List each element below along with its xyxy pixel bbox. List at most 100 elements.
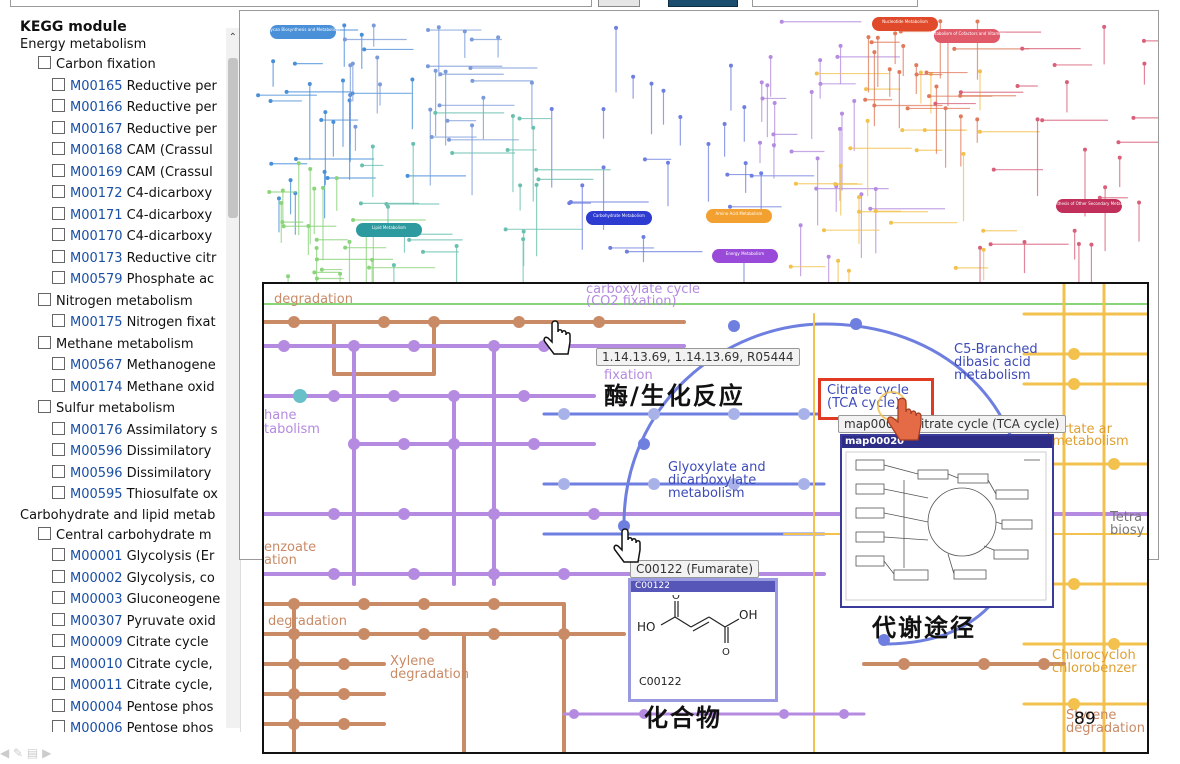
overview-compound-dot[interactable] bbox=[338, 271, 343, 276]
overview-compound-dot[interactable] bbox=[503, 227, 508, 232]
overview-compound-dot[interactable] bbox=[835, 54, 840, 59]
overview-compound-dot[interactable] bbox=[411, 141, 416, 146]
overview-compound-dot[interactable] bbox=[343, 245, 348, 250]
module-checkbox[interactable] bbox=[52, 185, 65, 198]
module-checkbox[interactable] bbox=[52, 99, 65, 112]
overview-compound-dot[interactable] bbox=[728, 204, 733, 209]
overview-compound-dot[interactable] bbox=[779, 19, 784, 24]
overview-compound-dot[interactable] bbox=[536, 177, 541, 182]
compound-node[interactable] bbox=[448, 438, 460, 450]
overview-compound-dot[interactable] bbox=[267, 189, 272, 194]
checkbox[interactable] bbox=[38, 335, 51, 349]
compound-node[interactable] bbox=[293, 389, 307, 403]
overview-compound-dot[interactable] bbox=[758, 140, 763, 145]
overview-compound-dot[interactable] bbox=[348, 63, 353, 68]
overview-compound-dot[interactable] bbox=[1141, 38, 1146, 43]
overview-compound-dot[interactable] bbox=[443, 69, 448, 74]
overview-compound-dot[interactable] bbox=[864, 87, 869, 92]
tree-category[interactable]: Carbohydrate and lipid metab bbox=[20, 506, 224, 525]
checkbox[interactable] bbox=[38, 526, 51, 540]
overview-compound-dot[interactable] bbox=[814, 71, 819, 76]
overview-compound-dot[interactable] bbox=[1064, 80, 1069, 85]
overview-compound-dot[interactable] bbox=[292, 61, 297, 66]
overview-compound-dot[interactable] bbox=[421, 249, 426, 254]
overview-compound-dot[interactable] bbox=[641, 234, 646, 239]
map-label-c5-3[interactable]: metabolism bbox=[954, 368, 1031, 383]
compound-node[interactable] bbox=[1108, 458, 1120, 470]
overview-compound-dot[interactable] bbox=[268, 98, 273, 103]
overview-compound-dot[interactable] bbox=[875, 35, 880, 40]
overview-compound-dot[interactable] bbox=[391, 263, 396, 268]
module-checkbox[interactable] bbox=[52, 443, 65, 456]
scrollbar-thumb[interactable] bbox=[228, 58, 238, 218]
overview-compound-dot[interactable] bbox=[793, 181, 798, 186]
compound-node[interactable] bbox=[378, 316, 390, 328]
compound-node[interactable] bbox=[338, 718, 350, 730]
overview-compound-dot[interactable] bbox=[742, 105, 747, 110]
module-checkbox[interactable] bbox=[52, 357, 65, 370]
overview-compound-dot[interactable] bbox=[1116, 140, 1121, 145]
overview-compound-dot[interactable] bbox=[852, 98, 857, 103]
overview-compound-dot[interactable] bbox=[765, 83, 770, 88]
map-label-degradation-left[interactable]: degradation bbox=[268, 614, 347, 629]
overview-compound-dot[interactable] bbox=[385, 204, 390, 209]
module-id-link[interactable]: M00596 bbox=[70, 465, 123, 481]
module-checkbox[interactable] bbox=[52, 271, 65, 284]
overview-compound-dot[interactable] bbox=[815, 156, 820, 161]
overview-compound-dot[interactable] bbox=[359, 32, 364, 37]
overview-compound-dot[interactable] bbox=[314, 237, 319, 242]
module-id-link[interactable]: M00001 bbox=[70, 549, 123, 564]
overview-compound-dot[interactable] bbox=[269, 161, 274, 166]
tree-category[interactable]: Energy metabolism bbox=[20, 35, 224, 54]
compound-node[interactable] bbox=[518, 390, 530, 402]
compound-node[interactable] bbox=[878, 634, 890, 646]
tree-scrollbar[interactable] bbox=[226, 28, 240, 728]
compound-node[interactable] bbox=[388, 390, 400, 402]
overview-compound-dot[interactable] bbox=[468, 65, 473, 70]
chevron-up-icon[interactable]: ⌃ bbox=[228, 32, 237, 43]
overview-compound-dot[interactable] bbox=[768, 54, 773, 59]
overview-compound-dot[interactable] bbox=[296, 161, 301, 166]
overview-compound-dot[interactable] bbox=[580, 183, 585, 188]
overview-compound-dot[interactable] bbox=[614, 25, 619, 30]
module-id-link[interactable]: M00010 bbox=[70, 656, 123, 672]
compound-node[interactable] bbox=[798, 408, 810, 420]
compound-node[interactable] bbox=[348, 438, 360, 450]
overview-compound-dot[interactable] bbox=[1015, 84, 1020, 89]
slide-nav-icons[interactable]: ◀ ✎ ▤ ▶ bbox=[0, 746, 52, 760]
compound-node[interactable] bbox=[398, 508, 410, 520]
tree-subcategory[interactable]: Carbon fixation bbox=[20, 54, 224, 76]
overview-compound-dot[interactable] bbox=[276, 196, 281, 201]
tree-subcategory[interactable]: Nitrogen metabolism bbox=[20, 291, 224, 313]
module-checkbox[interactable] bbox=[52, 206, 65, 220]
overview-compound-dot[interactable] bbox=[977, 69, 982, 74]
overview-compound-dot[interactable] bbox=[981, 247, 986, 252]
overview-compound-dot[interactable] bbox=[1035, 117, 1040, 122]
module-id-link[interactable]: M00171 bbox=[70, 207, 123, 223]
overview-compound-dot[interactable] bbox=[901, 44, 906, 49]
overview-compound-dot[interactable] bbox=[469, 37, 474, 42]
overview-compound-dot[interactable] bbox=[798, 223, 803, 228]
module-checkbox[interactable] bbox=[52, 464, 65, 478]
overview-compound-dot[interactable] bbox=[837, 126, 842, 131]
overview-compound-dot[interactable] bbox=[450, 151, 455, 156]
overview-compound-dot[interactable] bbox=[1076, 242, 1081, 247]
overview-compound-dot[interactable] bbox=[869, 40, 874, 45]
compound-node[interactable] bbox=[338, 688, 350, 700]
map-label-degradation[interactable]: degradation bbox=[274, 292, 353, 307]
overview-compound-dot[interactable] bbox=[818, 58, 823, 63]
overview-compound-dot[interactable] bbox=[322, 169, 327, 174]
overview-category-pill[interactable]: Biosynthesis of Other Secondary Metaboli… bbox=[1044, 199, 1134, 213]
map-label-co2-fixation[interactable]: (CO2 fixation) bbox=[586, 294, 677, 309]
module-id-link[interactable]: M00173 bbox=[70, 250, 123, 266]
overview-compound-dot[interactable] bbox=[375, 55, 380, 60]
overview-compound-dot[interactable] bbox=[517, 116, 522, 121]
